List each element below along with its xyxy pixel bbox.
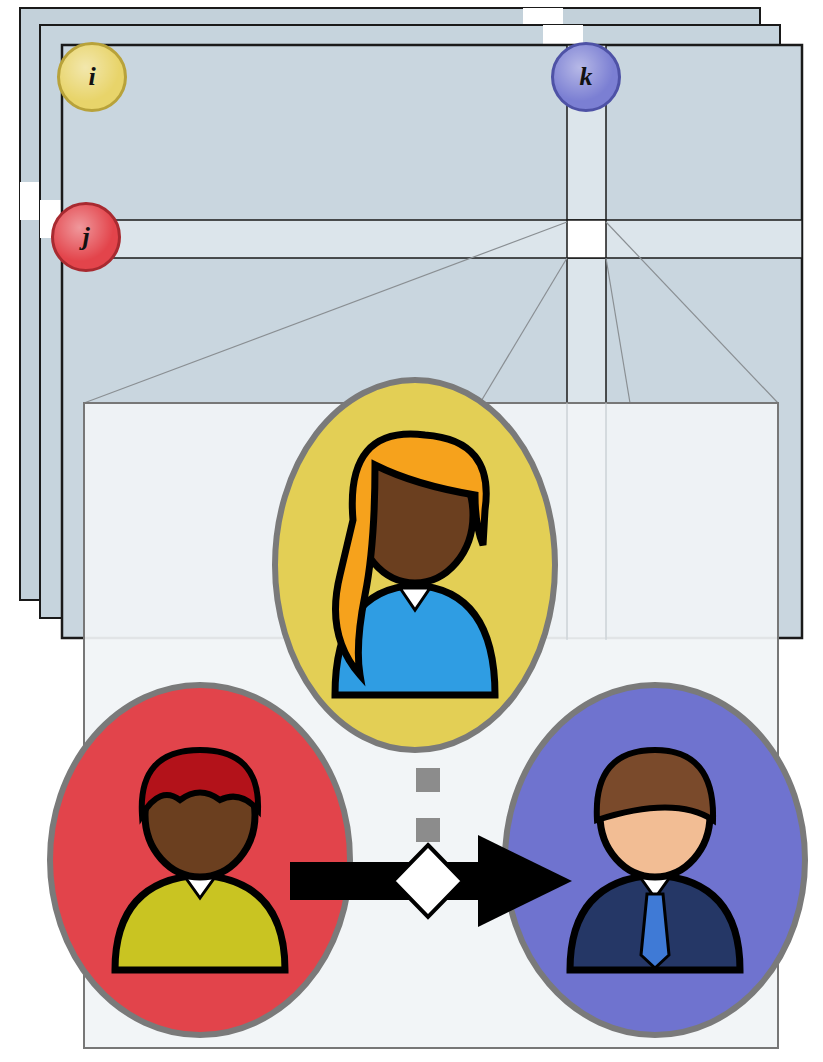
highlight-cell	[567, 220, 606, 258]
zoom-line	[480, 258, 567, 403]
faint-grid	[567, 403, 568, 640]
index-circle: j	[51, 202, 121, 272]
index-label: j	[82, 224, 89, 250]
highlight-cell	[523, 8, 563, 25]
index-circle: k	[551, 42, 621, 112]
highlight-cell	[20, 182, 40, 220]
dotted-link	[416, 818, 440, 842]
zoom-line	[606, 258, 630, 403]
index-label: i	[88, 64, 95, 90]
row-band	[62, 220, 802, 258]
index-label: k	[580, 64, 593, 90]
relation-diamond	[393, 845, 463, 917]
arrow-head	[478, 835, 572, 927]
faint-grid	[606, 403, 607, 640]
zoom-line	[606, 222, 778, 403]
person-icon	[275, 380, 555, 750]
index-circle: i	[57, 42, 127, 112]
dotted-link	[416, 768, 440, 792]
person-icon	[505, 685, 805, 1035]
zoom-line	[84, 222, 567, 403]
person-icon	[50, 685, 350, 1035]
